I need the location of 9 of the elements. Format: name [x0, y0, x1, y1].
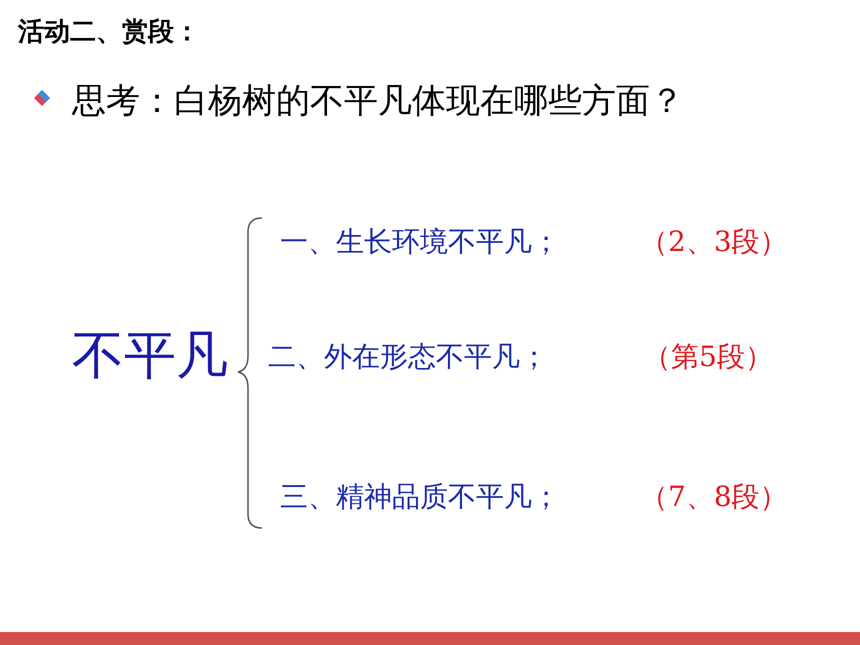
point-text: 二、外在形态不平凡； — [268, 341, 548, 374]
topic-text: 不平凡 — [72, 327, 228, 387]
point-text: 一、生长环境不平凡； — [280, 226, 560, 258]
point-text: 三、精神品质不平凡； — [280, 481, 560, 514]
paragraph-note: （第5段） — [643, 341, 773, 374]
paragraph-note: （2、3段） — [640, 226, 788, 258]
paragraph-note: （7、8段） — [640, 481, 788, 514]
heading: 活动二、赏段： — [18, 18, 200, 48]
question-text: 思考：白杨树的不平凡体现在哪些方面？ — [72, 82, 684, 122]
